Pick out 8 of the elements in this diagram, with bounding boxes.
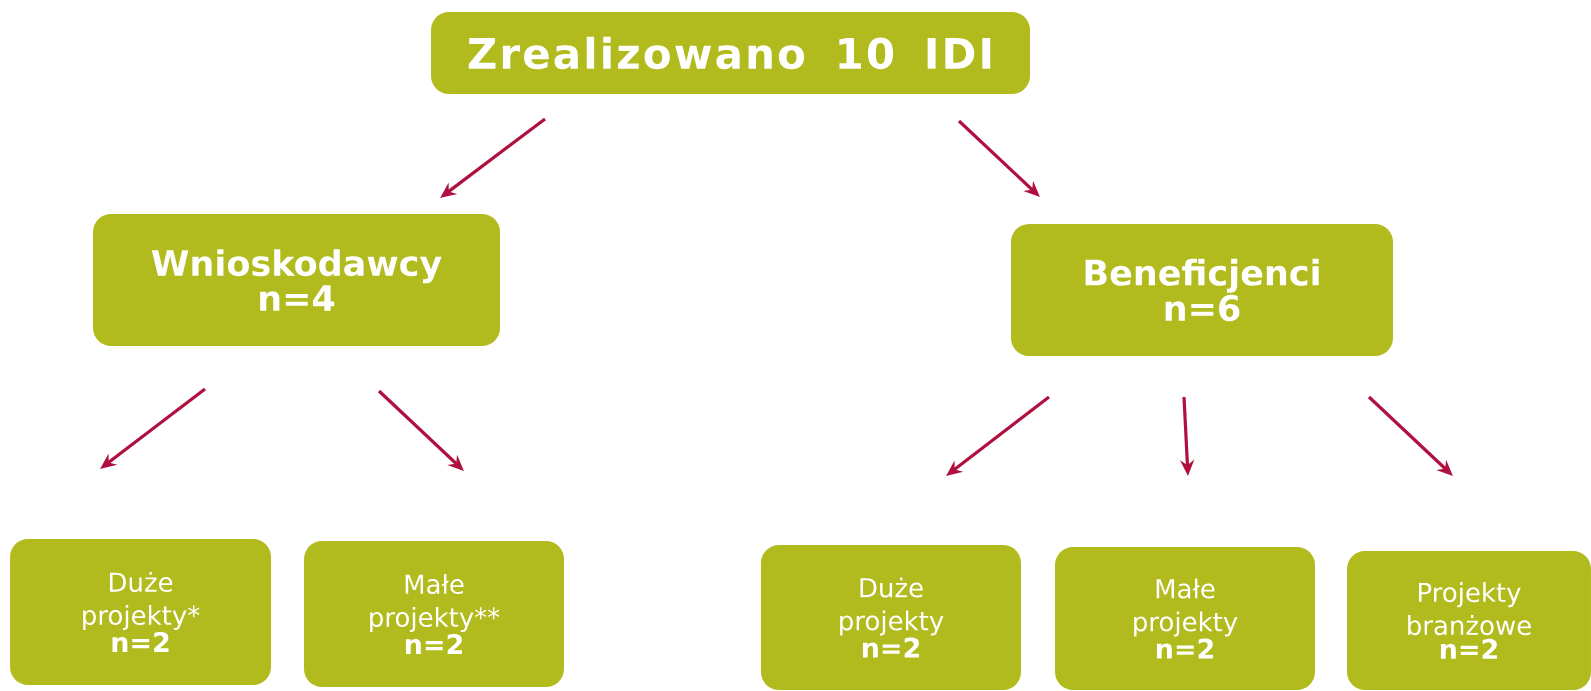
category-box: Małe projekty n=2	[1055, 547, 1315, 690]
category-box: Projekty branżowe n=2	[1347, 551, 1591, 690]
group-box: Beneficjenci n=6	[1011, 224, 1393, 356]
category-box: Duże projekty n=2	[761, 545, 1021, 690]
category-box: Duże projekty* n=2	[10, 539, 271, 685]
category-box: Małe projekty** n=2	[304, 541, 564, 687]
title-box: Zrealizowano 10 IDI	[431, 12, 1030, 94]
group-box: Wnioskodawcy n=4	[93, 214, 500, 346]
